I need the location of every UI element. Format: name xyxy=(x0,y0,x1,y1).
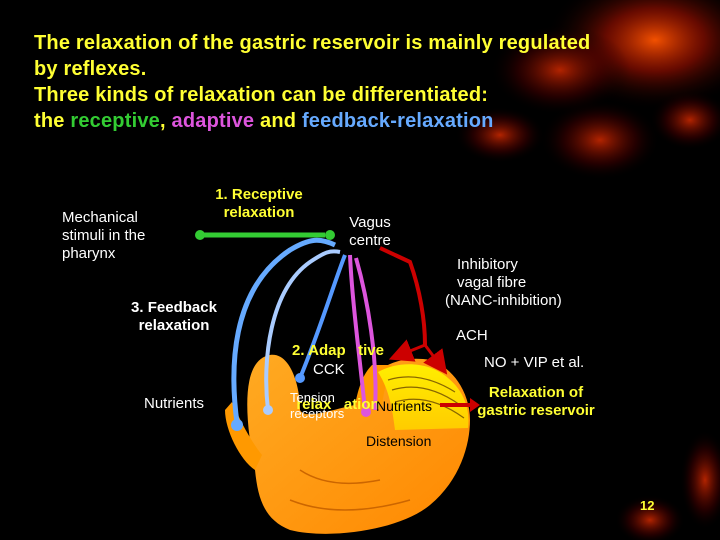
cck-pathway xyxy=(295,254,347,383)
heading-sep-1: , xyxy=(160,110,172,132)
heading-line-1: The relaxation of the gastric reservoir … xyxy=(34,32,591,54)
label-tension-receptors: Tension receptors xyxy=(290,390,344,422)
label-vagus-line-2: centre xyxy=(349,232,391,249)
heading-sep-2: and xyxy=(254,110,302,132)
adaptive-pathway xyxy=(348,254,378,417)
heading-receptive: receptive xyxy=(70,110,160,132)
label-adaptive-relaxation: 2. Adap tive relax ation xyxy=(268,306,408,432)
label-receptive-line-1: 1. Receptive xyxy=(215,186,303,203)
label-mechanical-line-2: stimuli in the xyxy=(62,227,146,244)
inhibitory-nerve xyxy=(379,246,448,375)
label-mechanical-line-3: pharynx xyxy=(62,245,116,262)
label-receptive-line-2: relaxation xyxy=(223,204,295,221)
label-feedback-relaxation: 3. Feedback relaxation xyxy=(108,299,240,335)
feedback-pathway xyxy=(231,237,341,431)
heading-feedback: feedback-relaxation xyxy=(301,110,494,132)
receptive-pathway xyxy=(195,230,335,240)
label-inhibitory-line-1: Inhibitory xyxy=(457,256,518,273)
label-distension: Distension xyxy=(366,433,432,449)
label-no-vip: NO + VIP et al. xyxy=(484,354,585,371)
label-tension-line-1: Tension xyxy=(290,390,335,405)
relaxation-arrow xyxy=(440,398,480,412)
heading-line-3: Three kinds of relaxation can be differe… xyxy=(34,84,489,106)
label-inhibitory-vagal-fibre: Inhibitory vagal fibre (NANC-inhibition) xyxy=(445,256,562,310)
label-mechanical-stimuli: Mechanical stimuli in the pharynx xyxy=(62,209,145,263)
label-cck: CCK xyxy=(313,361,345,378)
heading-line-4-prefix: the xyxy=(34,110,71,132)
label-nutrients-stomach: Nutrients xyxy=(376,398,433,414)
label-inhibitory-line-3: (NANC-inhibition) xyxy=(445,292,562,309)
label-adaptive-line-2: relax ation xyxy=(296,396,380,413)
label-receptive-relaxation: 1. Receptive relaxation xyxy=(196,186,322,222)
decorative-glows xyxy=(455,0,720,540)
label-relax-result-line-2: gastric reservoir xyxy=(477,402,595,419)
heading-line-2: by reflexes. xyxy=(34,58,147,80)
label-nutrients-left: Nutrients xyxy=(144,395,205,412)
slide-heading: The relaxation of the gastric reservoir … xyxy=(34,30,704,134)
label-mechanical-line-1: Mechanical xyxy=(62,209,138,226)
label-tension-line-2: receptors xyxy=(290,406,345,421)
label-adaptive-line-1: 2. Adap tive xyxy=(292,342,384,359)
label-vagus-line-1: Vagus xyxy=(349,214,391,231)
label-relaxation-gastric-reservoir: Relaxation of gastric reservoir xyxy=(466,384,606,420)
label-vagus-centre: Vagus centre xyxy=(330,214,410,250)
heading-line-4: the receptive, adaptive and feedback-rel… xyxy=(34,108,704,134)
heading-adaptive: adaptive xyxy=(171,110,255,132)
label-inhibitory-line-2: vagal fibre xyxy=(457,274,527,291)
slide-number: 12 xyxy=(640,498,655,513)
label-relax-result-line-1: Relaxation of xyxy=(488,384,584,401)
label-feedback-line-2: relaxation xyxy=(138,317,210,334)
label-feedback-line-1: 3. Feedback xyxy=(131,299,217,316)
label-ach: ACH xyxy=(456,327,488,344)
